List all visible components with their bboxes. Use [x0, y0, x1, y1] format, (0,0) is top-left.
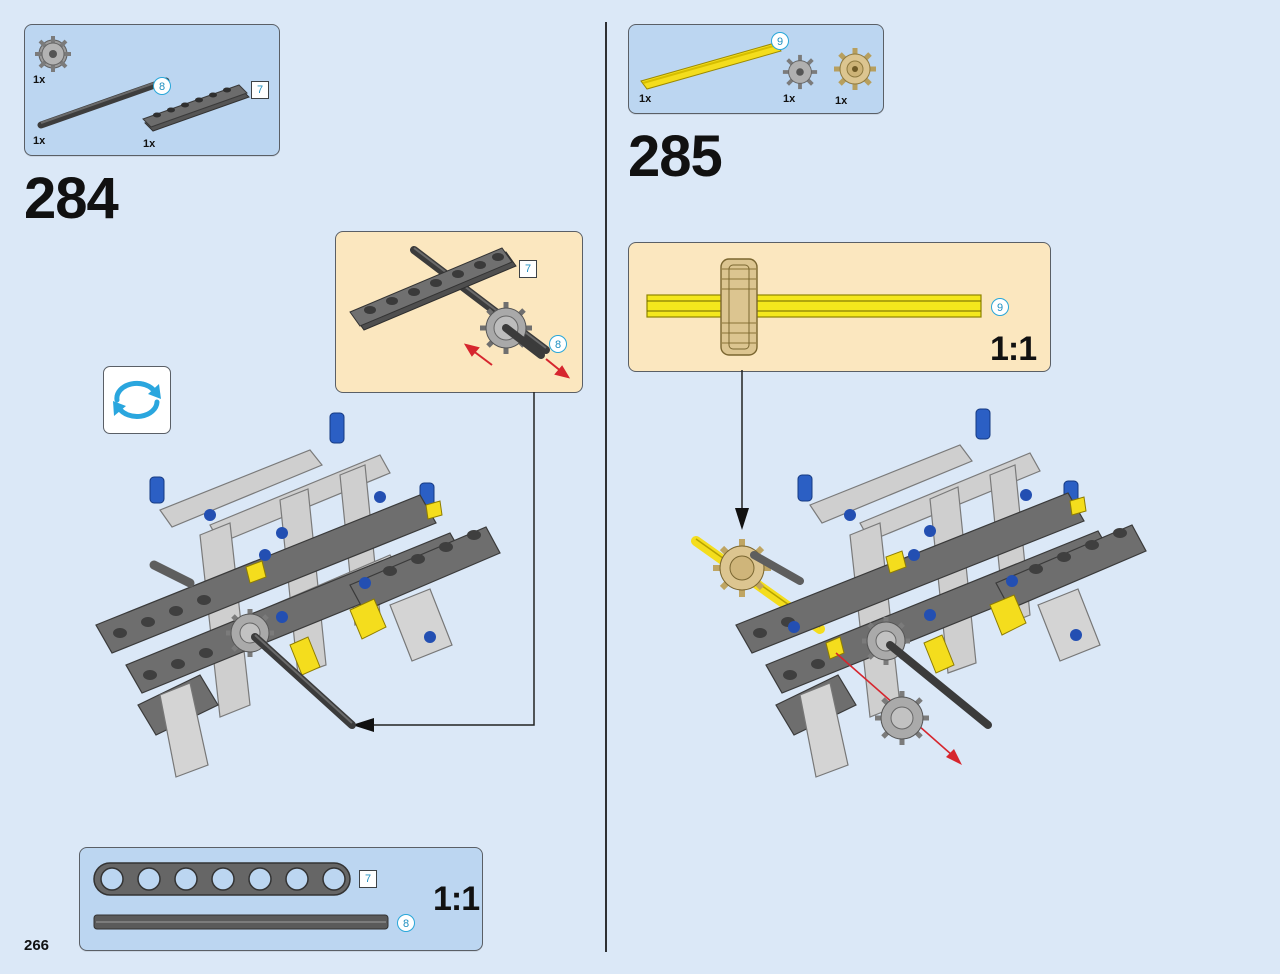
page-number: 266	[24, 937, 50, 954]
scale-beam-length: 7	[359, 870, 377, 888]
beam-length-label: 7	[251, 81, 269, 99]
qty-gear-16: 1x	[783, 93, 796, 105]
axle-8-1to1	[93, 914, 389, 930]
gear-16-icon	[35, 36, 71, 72]
qty-beam: 1x	[143, 138, 156, 150]
step-number-285: 285	[628, 124, 723, 189]
page-divider	[605, 22, 607, 952]
scale-axle-length: 8	[397, 914, 415, 932]
parts-list-284: 1x 8 1x 7 1x	[24, 24, 280, 156]
scale-ratio-284: 1:1	[433, 880, 480, 918]
subassembly-beam-axle-gear	[349, 246, 571, 379]
axle-8-icon	[37, 77, 170, 129]
beam-7-1to1	[93, 862, 351, 896]
rotate-icon	[113, 380, 161, 419]
step-number-284: 284	[24, 166, 119, 231]
yellow-axle-length: 9	[771, 32, 789, 50]
axle-with-tan-gear-1to1	[646, 258, 982, 356]
gear-16-icon	[782, 54, 818, 90]
callout-detail-284: 7 8	[335, 231, 583, 393]
scale-reference-284: 7 8 1:1	[79, 847, 483, 951]
callout-beam-length: 7	[519, 260, 537, 278]
rotate-model-box	[103, 366, 171, 434]
axle-length-label: 8	[153, 77, 171, 95]
model-assembly-285	[691, 408, 1147, 778]
callout-axle-length: 8	[549, 335, 567, 353]
beam-7-icon	[142, 84, 250, 132]
callout-yellow-axle-length: 9	[991, 298, 1009, 316]
qty-gear: 1x	[33, 74, 46, 86]
axle-9-yellow-icon	[640, 42, 782, 90]
qty-axle: 1x	[33, 135, 46, 147]
qty-yellow-axle: 1x	[639, 93, 652, 105]
qty-gear-20: 1x	[835, 95, 848, 107]
gear-20-tan-icon	[834, 48, 876, 90]
callout-detail-285: 9 1:1	[628, 242, 1051, 372]
model-assembly-284	[95, 412, 501, 778]
scale-ratio-285: 1:1	[990, 330, 1037, 368]
parts-list-285: 9 1x 1x 1x	[628, 24, 884, 114]
